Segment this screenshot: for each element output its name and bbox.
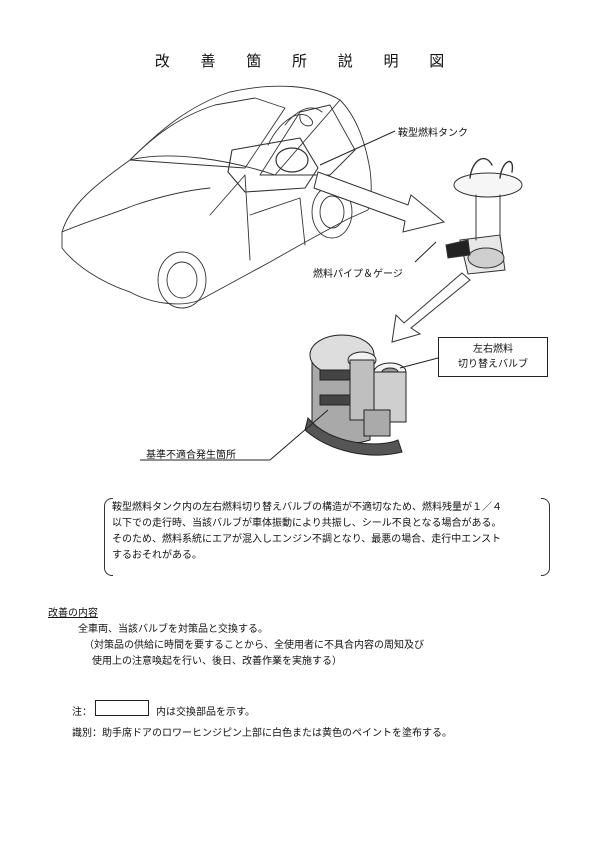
label-saddle-fuel-tank: 鞍型燃料タンク [398,128,468,139]
arrow-to-pump [313,171,446,233]
pump-flange [453,172,523,198]
note-legend-box [95,700,149,716]
page-title: 改 善 箇 所 説 明 図 [154,52,458,70]
fuel-tank-in-car [227,137,319,193]
identification-text: 識別：助手席ドアのロワーヒンジピン上部に白色または黄色のペイントを塗布する。 [72,728,452,739]
arrow-to-valve [391,272,471,343]
label-valve-line-2: 切り替えバルブ [458,359,528,370]
description-line: するおそれがある。 [112,550,202,561]
bracket-left [104,498,113,576]
fuel-pipes-in-car [267,107,323,146]
note-label: 注： [72,707,92,718]
note-text: 内は交換部品を示す。 [156,707,255,718]
description-line: そのため、燃料系統にエアが混入しエンジン不調となり、最悪の場合、走行中エンスト [112,534,502,545]
valve-assembly [304,334,407,456]
label-fuel-pipe-gauge: 燃料パイプ＆ゲージ [313,269,403,280]
improvement-line-3: 使用上の注意喚起を行い、後日、改善作業を実施する） [92,656,342,667]
car-hood [61,187,211,233]
car-door-line-2 [249,197,306,246]
improvement-line-2: （対策品の供給に時間を要することから、全使用者に不具合内容の周知及び [84,640,424,651]
label-defect-location: 基準不適合発生箇所 [146,450,236,461]
label-valve-box: 左右燃料 切り替えバルブ [438,337,548,377]
description-line: 以下での走行時、当該バルブが車体振動により共振し、シール不良となる場合がある。 [112,518,502,529]
description-line: 鞍型燃料タンク内の左右燃料切り替えバルブの構造が不適切なため、燃料残量が１／４ [112,502,502,513]
improvement-line-1: 全車両、当該バルブを対策品と交換する。 [78,624,268,635]
car-door-line [209,174,251,261]
improvement-heading: 改善の内容 [48,608,98,619]
label-valve-line-1: 左右燃料 [473,344,513,355]
defect-description: 鞍型燃料タンク内の左右燃料切り替えバルブの構造が不適切なため、燃料残量が１／４ … [104,498,550,576]
car-windshield [129,97,286,169]
car-roofline [129,99,341,176]
front-wheel [157,251,207,309]
